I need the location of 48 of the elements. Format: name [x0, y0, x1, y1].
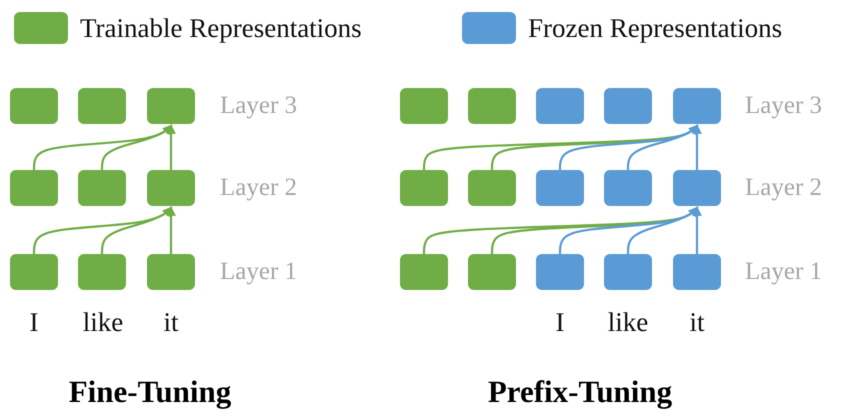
arrow: [692, 206, 702, 254]
representation-box: [604, 170, 652, 206]
representation-box: [147, 88, 195, 124]
representation-box: [536, 88, 584, 124]
representation-box: [468, 88, 516, 124]
representation-box: [468, 254, 516, 290]
token-label: it: [164, 306, 178, 339]
representation-box: [78, 170, 126, 206]
token-label: like: [82, 306, 124, 339]
representation-box: [10, 254, 58, 290]
legend-text: Frozen Representations: [528, 12, 782, 45]
token-label: I: [30, 306, 38, 339]
layer-label: Layer 2: [745, 173, 822, 203]
arrow: [166, 206, 176, 254]
arrow: [692, 124, 702, 170]
representation-box: [468, 170, 516, 206]
layer-label: Layer 1: [745, 257, 822, 287]
token-label: like: [608, 306, 648, 339]
arrow: [100, 206, 172, 254]
representation-box: [673, 88, 721, 124]
representation-box: [673, 254, 721, 290]
token-label: it: [690, 306, 704, 339]
panel-title: Fine-Tuning: [68, 374, 232, 410]
layer-label: Layer 3: [220, 91, 298, 121]
representation-box: [400, 170, 448, 206]
representation-box: [536, 254, 584, 290]
representation-box: [400, 254, 448, 290]
representation-box: [78, 254, 126, 290]
representation-box: [673, 170, 721, 206]
layer-label: Layer 2: [220, 173, 298, 203]
layer-label: Layer 3: [745, 91, 822, 121]
token-label: I: [556, 306, 564, 339]
panel-title: Prefix-Tuning: [488, 374, 672, 410]
arrow: [626, 206, 698, 254]
representation-box: [147, 170, 195, 206]
arrow: [166, 124, 176, 170]
layer-label: Layer 1: [220, 257, 298, 287]
representation-box: [604, 254, 652, 290]
arrow: [100, 124, 172, 170]
representation-box: [536, 170, 584, 206]
representation-box: [10, 170, 58, 206]
representation-box: [147, 254, 195, 290]
representation-box: [604, 88, 652, 124]
representation-box: [400, 88, 448, 124]
representation-box: [78, 88, 126, 124]
arrow: [626, 124, 698, 170]
legend-text: Trainable Representations: [80, 12, 362, 45]
representation-box: [10, 88, 58, 124]
